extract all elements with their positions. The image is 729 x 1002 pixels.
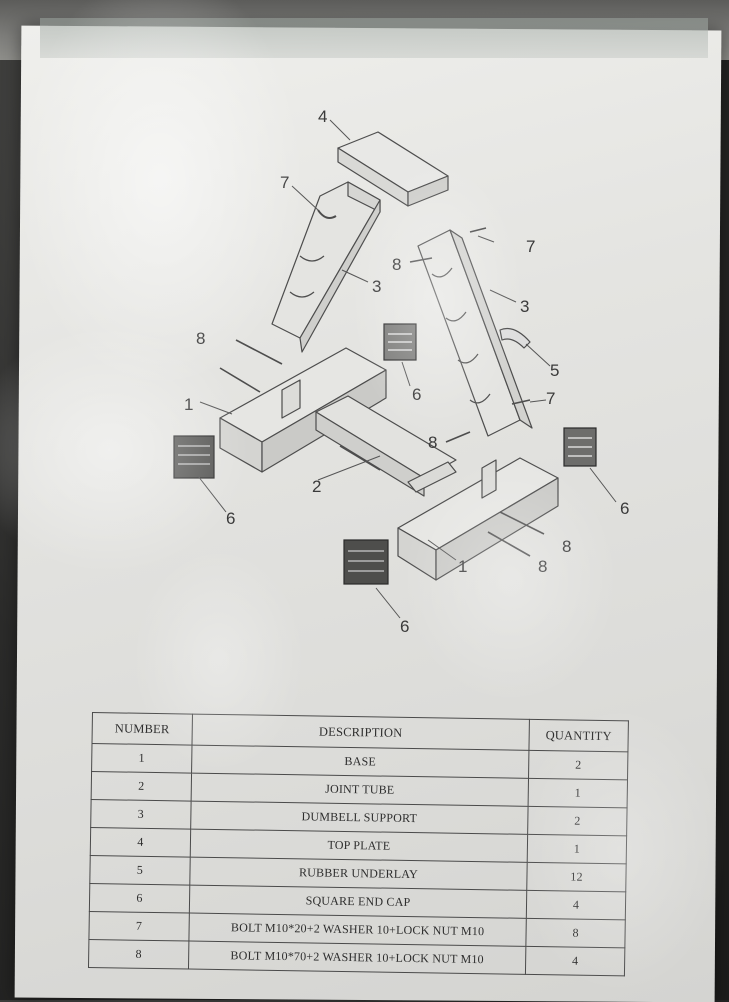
- callout-8-mid: 8: [392, 255, 401, 274]
- callout-3-left: 3: [372, 277, 381, 296]
- cell-quantity: 12: [526, 862, 627, 892]
- callout-8-right-a: 8: [562, 537, 571, 556]
- rubber-underlay-part: [499, 327, 531, 349]
- callout-6-bottom: 6: [400, 617, 409, 636]
- cell-quantity: 4: [526, 890, 626, 920]
- end-cap-right: [563, 427, 597, 467]
- cell-number: 1: [91, 743, 192, 774]
- cell-number: 6: [89, 883, 190, 914]
- callout-8-right-b: 8: [538, 557, 547, 576]
- cell-quantity: 2: [527, 806, 628, 836]
- cell-quantity: 2: [528, 750, 628, 780]
- cell-number: 3: [90, 799, 191, 830]
- callout-3-right: 3: [520, 297, 529, 316]
- cell-quantity: 1: [528, 778, 628, 808]
- callout-7-right: 7: [526, 237, 535, 256]
- cell-description: BOLT M10*70+2 WASHER 10+LOCK NUT M10: [188, 941, 526, 975]
- cell-quantity: 8: [525, 918, 626, 948]
- callout-7-left: 7: [280, 173, 289, 192]
- cell-number: 4: [90, 827, 191, 858]
- cell-quantity: 4: [525, 946, 625, 976]
- callout-8-center: 8: [428, 433, 437, 452]
- end-cap-bottom: [343, 539, 389, 585]
- left-dumbbell-support-part: [271, 181, 381, 353]
- callout-6-mid: 6: [412, 385, 421, 404]
- callout-1-left: 1: [184, 395, 193, 414]
- callout-1-right: 1: [458, 557, 467, 576]
- callout-4-top: 4: [318, 107, 327, 126]
- callout-6-right: 6: [620, 499, 629, 518]
- callout-2: 2: [312, 477, 321, 496]
- cell-number: 8: [88, 939, 189, 970]
- callout-6-left: 6: [226, 509, 235, 528]
- cell-number: 7: [88, 911, 190, 942]
- header-quantity: QUANTITY: [529, 719, 629, 752]
- exploded-assembly-diagram: 4 7 3 8 7 3 5 7 8 1 6 8 2 6 6 8 8 1 6: [173, 107, 629, 636]
- callout-7-right-low: 7: [546, 389, 555, 408]
- cell-number: 5: [89, 855, 191, 886]
- cell-number: 2: [91, 771, 192, 802]
- callout-5: 5: [550, 361, 559, 380]
- parts-list-table: NUMBER DESCRIPTION QUANTITY 1 BASE 2 2 J…: [88, 712, 629, 976]
- callout-8-left: 8: [196, 329, 205, 348]
- cell-quantity: 1: [527, 834, 627, 864]
- header-number: NUMBER: [92, 712, 193, 746]
- end-cap-left: [173, 435, 215, 479]
- end-cap-mid: [383, 323, 417, 361]
